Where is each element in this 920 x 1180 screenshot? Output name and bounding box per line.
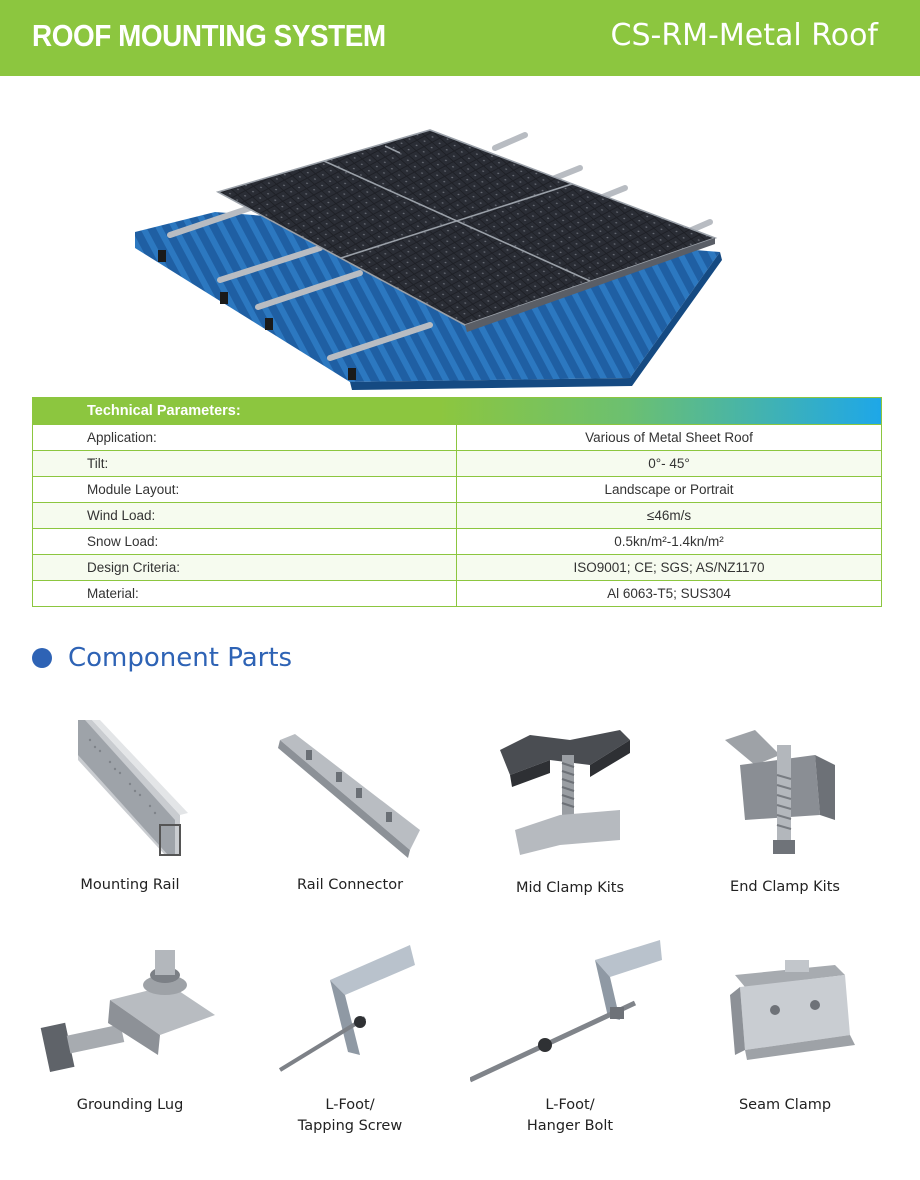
table-row: Module Layout: Landscape or Portrait xyxy=(33,476,881,502)
grounding-lug-icon xyxy=(40,950,215,1072)
part-l-foot-tapping-screw: L-Foot/ Tapping Screw xyxy=(250,940,450,1134)
l-foot-tapping-screw-icon xyxy=(278,945,415,1072)
row-label: Tilt: xyxy=(33,451,457,476)
part-rail-connector: Rail Connector xyxy=(250,720,450,893)
table-row: Wind Load: ≤46m/s xyxy=(33,502,881,528)
end-clamp-icon xyxy=(725,730,835,854)
row-label: Wind Load: xyxy=(33,503,457,528)
part-label: L-Foot/ Tapping Screw xyxy=(250,1095,450,1137)
table-row: Material: Al 6063-T5; SUS304 xyxy=(33,580,881,606)
row-value: 0°- 45° xyxy=(648,456,690,471)
part-label: Mounting Rail xyxy=(80,877,180,893)
seam-clamp-icon xyxy=(730,960,855,1060)
table-row: Snow Load: 0.5kn/m²-1.4kn/m² xyxy=(33,528,881,554)
page-title: ROOF MOUNTING SYSTEM xyxy=(32,18,386,53)
row-value: ≤46m/s xyxy=(646,508,692,523)
component-parts-heading: Component Parts xyxy=(32,643,292,673)
table-row: Tilt: 0°- 45° xyxy=(33,450,881,476)
mid-clamp-icon xyxy=(500,730,630,855)
part-seam-clamp: Seam Clamp xyxy=(685,955,885,1113)
l-foot-hanger-bolt-icon xyxy=(470,940,662,1083)
row-value: 0.5kn/m²-1.4kn/m² xyxy=(614,534,724,549)
row-value: ISO9001; CE; SGS; AS/NZ1170 xyxy=(573,560,765,575)
table-heading: Technical Parameters: xyxy=(33,398,881,424)
part-l-foot-hanger-bolt: L-Foot/ Hanger Bolt xyxy=(470,935,670,1134)
part-mid-clamp: Mid Clamp Kits xyxy=(470,715,670,896)
label-line: Tapping Screw xyxy=(297,1118,403,1134)
bullet-icon xyxy=(32,648,52,668)
row-label: Design Criteria: xyxy=(33,555,457,580)
table-row: Design Criteria: ISO9001; CE; SGS; AS/NZ… xyxy=(33,554,881,580)
part-grounding-lug: Grounding Lug xyxy=(30,945,230,1113)
label-line: L-Foot/ xyxy=(325,1097,375,1113)
row-label: Material: xyxy=(33,581,457,606)
part-mounting-rail: Mounting Rail xyxy=(30,715,230,893)
part-end-clamp: End Clamp Kits xyxy=(685,725,885,895)
part-label: Grounding Lug xyxy=(76,1097,184,1113)
row-label: Application: xyxy=(33,425,457,450)
part-label: Mid Clamp Kits xyxy=(515,880,625,896)
technical-parameters-table: Technical Parameters: Application: Vario… xyxy=(32,397,882,607)
table-row: Application: Various of Metal Sheet Roof xyxy=(33,424,881,450)
row-label: Module Layout: xyxy=(33,477,457,502)
part-label: L-Foot/ Hanger Bolt xyxy=(470,1095,670,1137)
row-value: Various of Metal Sheet Roof xyxy=(585,430,753,445)
header-bar: ROOF MOUNTING SYSTEM CS-RM-Metal Roof xyxy=(0,0,920,76)
mounting-rail-icon xyxy=(78,720,188,856)
row-value: Landscape or Portrait xyxy=(604,482,734,497)
row-label: Snow Load: xyxy=(33,529,457,554)
row-value: Al 6063-T5; SUS304 xyxy=(607,586,731,601)
label-line: L-Foot/ xyxy=(545,1097,595,1113)
part-label: End Clamp Kits xyxy=(730,879,840,895)
rail-connector-icon xyxy=(278,734,420,858)
section-title: Component Parts xyxy=(68,643,293,673)
product-code: CS-RM-Metal Roof xyxy=(610,18,879,53)
solar-roof-illustration xyxy=(135,129,722,390)
part-label: Seam Clamp xyxy=(738,1097,832,1113)
part-label: Rail Connector xyxy=(296,877,404,893)
label-line: Hanger Bolt xyxy=(526,1118,614,1134)
